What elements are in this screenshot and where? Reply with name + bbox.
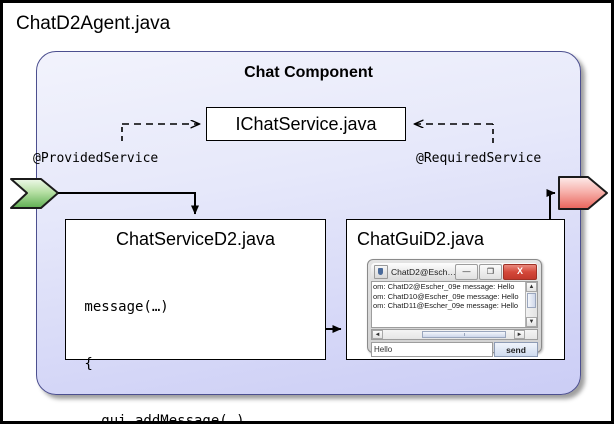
code-line: { xyxy=(76,356,93,372)
list-item: om: ChatD10@Escher_09e message: Hello xyxy=(373,291,519,301)
close-icon: X xyxy=(516,266,523,276)
maximize-icon: ❐ xyxy=(486,266,495,276)
message-input[interactable]: Hello xyxy=(371,342,493,357)
close-button[interactable]: X xyxy=(503,263,537,280)
vertical-scroll-thumb[interactable] xyxy=(527,293,536,308)
provided-service-annotation: @ProvidedService xyxy=(33,151,159,166)
code-line: message(…) xyxy=(76,299,169,315)
horizontal-scrollbar[interactable]: ◄ ► xyxy=(371,329,538,340)
chat-window-title: ChatD2@Esch… xyxy=(391,266,455,277)
embedded-chat-window[interactable]: ChatD2@Esch… — ❐ X om: ChatD2@Escher_09e… xyxy=(367,259,542,357)
chat-gui-class-box: ChatGuiD2.java ChatD2@Esch… — ❐ X om: Ch… xyxy=(346,219,565,360)
list-item: om: ChatD2@Escher_09e message: Hello xyxy=(373,282,515,291)
horizontal-scroll-thumb[interactable] xyxy=(422,331,506,338)
list-item: om: ChatD11@Escher_09e message: Hello xyxy=(373,301,519,311)
scroll-up-icon[interactable]: ▲ xyxy=(526,282,537,292)
java-coffee-icon xyxy=(374,264,388,279)
chat-service-class-box: ChatServiceD2.java message(…) { gui.addM… xyxy=(65,219,326,421)
component-title: Chat Component xyxy=(244,64,373,81)
page-title: ChatD2Agent.java xyxy=(16,13,171,34)
minimize-button[interactable]: — xyxy=(455,263,478,280)
send-button[interactable]: send xyxy=(494,342,538,357)
interface-box: IChatService.java xyxy=(206,107,406,141)
chat-message-list[interactable]: om: ChatD2@Escher_09e message: Hello om:… xyxy=(371,281,538,328)
vertical-scrollbar[interactable]: ▲ ▼ xyxy=(525,282,537,327)
required-service-annotation: @RequiredService xyxy=(416,151,542,166)
scroll-left-icon[interactable]: ◄ xyxy=(372,330,383,339)
scroll-down-icon[interactable]: ▼ xyxy=(526,317,537,327)
chat-gui-class-title: ChatGuiD2.java xyxy=(357,229,485,249)
chat-service-class-title: ChatServiceD2.java xyxy=(115,229,276,249)
interface-label: IChatService.java xyxy=(235,113,377,134)
chat-service-code-block: message(…) { gui.addMessage(…) } xyxy=(76,260,245,424)
scroll-right-icon[interactable]: ► xyxy=(514,330,525,339)
chat-input-row: Hello send xyxy=(371,342,538,357)
maximize-button[interactable]: ❐ xyxy=(479,263,502,280)
chat-window-titlebar[interactable]: ChatD2@Esch… — ❐ X xyxy=(371,263,538,280)
code-line: gui.addMessage(…) xyxy=(76,413,245,424)
minimize-icon: — xyxy=(462,266,471,276)
